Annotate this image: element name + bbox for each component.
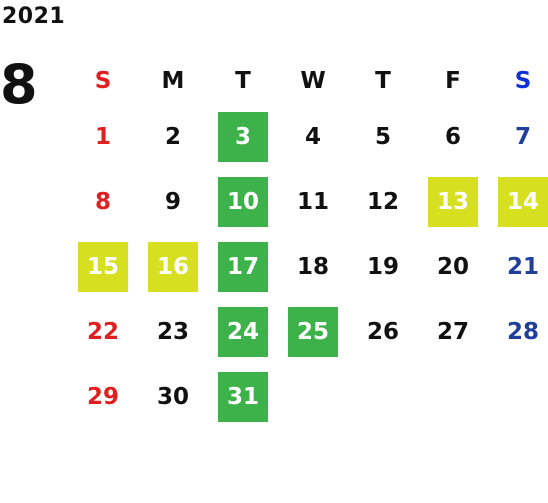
calendar-day-cell: 12 (348, 169, 418, 234)
calendar-day[interactable]: 11 (296, 188, 329, 215)
calendar-day-cell: 21 (488, 234, 548, 299)
calendar-day-cell: 22 (68, 299, 138, 364)
weekday-label-thursday: T (375, 68, 391, 94)
calendar-day[interactable]: 14 (498, 176, 548, 227)
calendar-day[interactable]: 19 (366, 253, 399, 280)
weekday-label-monday: M (161, 68, 185, 94)
calendar-day-cell (488, 364, 548, 429)
weekday-label-tuesday: T (235, 68, 251, 94)
calendar-day-cell: 4 (278, 104, 348, 169)
calendar-day[interactable]: 21 (506, 253, 539, 280)
calendar-day-cell: 2 (138, 104, 208, 169)
calendar-day[interactable]: 12 (366, 188, 399, 215)
calendar-day[interactable]: 6 (444, 123, 461, 150)
calendar-day[interactable]: 4 (304, 123, 321, 150)
calendar-day[interactable]: 5 (374, 123, 391, 150)
calendar-day-cell: 5 (348, 104, 418, 169)
calendar-day[interactable]: 24 (218, 306, 268, 357)
calendar-day-cell: 10 (208, 169, 278, 234)
calendar-day-cell: 23 (138, 299, 208, 364)
calendar-day[interactable]: 26 (366, 318, 399, 345)
calendar-day[interactable]: 13 (428, 176, 478, 227)
calendar-day-cell: 18 (278, 234, 348, 299)
calendar-day[interactable]: 9 (164, 188, 181, 215)
calendar-day[interactable]: 17 (218, 241, 268, 292)
calendar-day[interactable]: 28 (506, 318, 539, 345)
calendar-day[interactable]: 29 (86, 383, 119, 410)
calendar-day-cell: 16 (138, 234, 208, 299)
weekday-label-saturday: S (514, 68, 532, 94)
weekday-header-row: S M T W T F S (68, 58, 548, 104)
calendar-day-cell: 1 (68, 104, 138, 169)
calendar-day[interactable]: 8 (94, 188, 111, 215)
calendar-day[interactable]: 18 (296, 253, 329, 280)
calendar-day-cell: 28 (488, 299, 548, 364)
calendar-week-row: 1 2 3 4 5 6 7 (68, 104, 548, 169)
weekday-label-friday: F (445, 68, 461, 94)
calendar-day[interactable]: 30 (156, 383, 189, 410)
weekday-label-wednesday: W (300, 68, 326, 94)
calendar-month-number: 8 (0, 53, 38, 116)
calendar-day[interactable]: 10 (218, 176, 268, 227)
calendar-week-row: 15 16 17 18 19 20 21 (68, 234, 548, 299)
calendar-week-row: 8 9 10 11 12 13 14 (68, 169, 548, 234)
calendar-day[interactable]: 25 (288, 306, 338, 357)
calendar-day-cell: 6 (418, 104, 488, 169)
calendar-day[interactable]: 1 (94, 123, 111, 150)
calendar-day-cell (278, 364, 348, 429)
calendar-day[interactable]: 22 (86, 318, 119, 345)
calendar-day-cell: 14 (488, 169, 548, 234)
calendar-day-cell: 24 (208, 299, 278, 364)
calendar-day[interactable]: 27 (436, 318, 469, 345)
calendar-day-cell: 17 (208, 234, 278, 299)
calendar-day-cell: 31 (208, 364, 278, 429)
calendar-day[interactable]: 3 (218, 111, 268, 162)
calendar-day-cell: 8 (68, 169, 138, 234)
calendar-day[interactable]: 16 (148, 241, 198, 292)
calendar-day-cell: 11 (278, 169, 348, 234)
calendar-day[interactable]: 31 (218, 371, 268, 422)
calendar-day[interactable]: 15 (78, 241, 128, 292)
calendar-week-row: 29 30 31 (68, 364, 548, 429)
calendar-day-cell: 29 (68, 364, 138, 429)
calendar-day-cell: 20 (418, 234, 488, 299)
calendar-day[interactable]: 23 (156, 318, 189, 345)
calendar-day-empty (288, 372, 338, 422)
calendar-year: 2021 (2, 4, 66, 29)
calendar-day-cell: 26 (348, 299, 418, 364)
calendar-day-cell: 9 (138, 169, 208, 234)
weekday-label-sunday: S (94, 68, 112, 94)
calendar-day[interactable]: 7 (514, 123, 531, 150)
calendar-day[interactable]: 2 (164, 123, 181, 150)
calendar-day-cell: 19 (348, 234, 418, 299)
calendar-day-cell: 25 (278, 299, 348, 364)
calendar-day-cell: 27 (418, 299, 488, 364)
calendar-day-cell: 30 (138, 364, 208, 429)
calendar-day-cell (348, 364, 418, 429)
calendar-day[interactable]: 20 (436, 253, 469, 280)
calendar-day-cell: 3 (208, 104, 278, 169)
calendar-day-empty (358, 372, 408, 422)
calendar-day-cell: 15 (68, 234, 138, 299)
calendar-day-empty (428, 372, 478, 422)
calendar-day-cell (418, 364, 488, 429)
calendar-day-cell: 13 (418, 169, 488, 234)
calendar-day-empty (498, 372, 548, 422)
calendar-week-row: 22 23 24 25 26 27 28 (68, 299, 548, 364)
calendar-day-cell: 7 (488, 104, 548, 169)
